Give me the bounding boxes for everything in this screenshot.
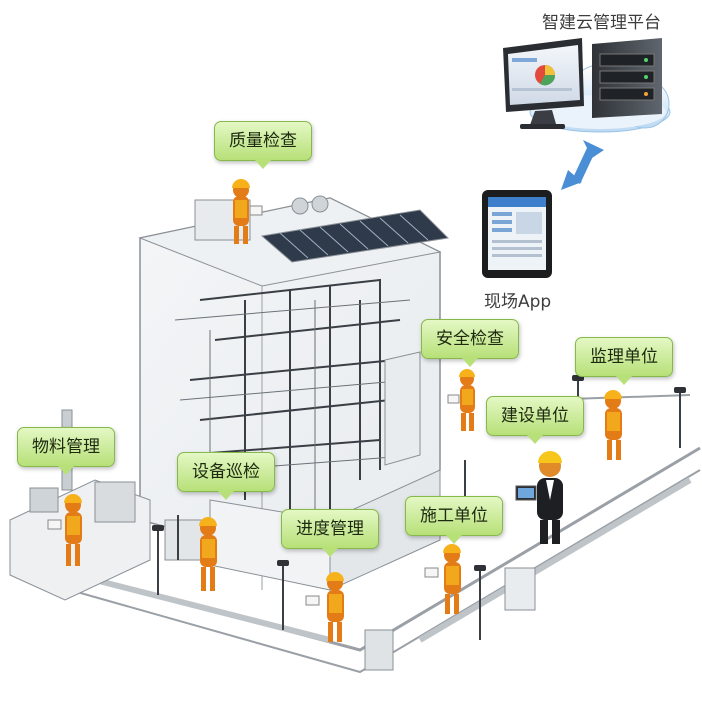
label-construction-unit: 建设单位 [486,396,584,444]
label-supervision-unit: 监理单位 [575,337,673,385]
manager-icon [515,451,563,544]
cloud-server-icon [503,38,671,133]
label-quality-check: 质量检查 [214,121,312,169]
label-equipment-patrol: 设备巡检 [177,452,275,500]
label-safety-check: 安全检查 [421,319,519,367]
label-progress-management: 进度管理 [281,509,379,557]
label-material-management: 物料管理 [17,427,115,475]
app-label: 现场App [484,292,552,312]
sync-arrow-icon [561,140,604,190]
tablet-app-icon [482,190,552,278]
site-pipes [59,394,701,674]
worker-icon [47,179,622,642]
platform-title: 智建云管理平台 [542,13,661,33]
label-contractor-unit: 施工单位 [405,496,503,544]
